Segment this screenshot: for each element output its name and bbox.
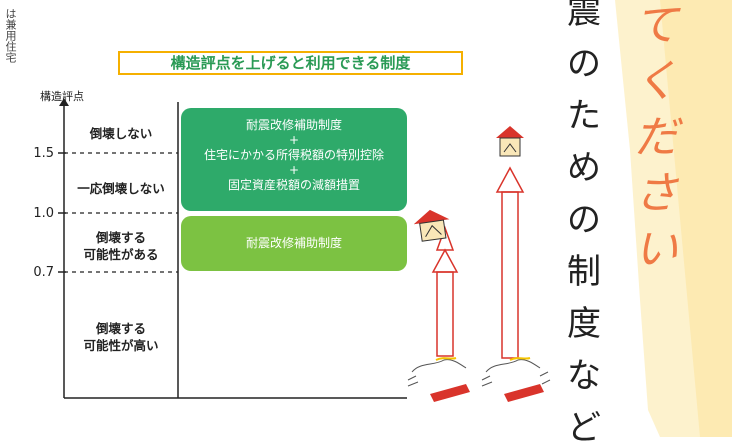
- title-orange-char-5: い: [634, 224, 678, 275]
- title-char-7: 度: [567, 304, 601, 344]
- collapsed-house-icon-1: [407, 357, 470, 402]
- green-box-full-incentives: 耐震改修補助制度 + 住宅にかかる所得税額の特別控除 + 固定資産税額の減額措置: [181, 108, 407, 211]
- upgrade-arrow-2: [495, 166, 525, 359]
- side-note-text: は兼用住宅: [4, 8, 17, 63]
- title-char-6: 制: [567, 252, 601, 292]
- y-axis-label: 構造評点: [40, 90, 84, 103]
- title-char-9: ど: [567, 408, 601, 448]
- plus-sign-2: +: [288, 163, 300, 177]
- zone-label-may-collapse: 倒壊する 可能性がある: [66, 229, 176, 263]
- y-axis-arrowhead: [59, 98, 69, 106]
- title-char-2: の: [567, 44, 601, 84]
- title-orange-char-2: く: [634, 56, 678, 107]
- vertical-title-black: 震 の た め の 制 度 な ど: [564, 0, 604, 448]
- title-char-4: め: [567, 148, 601, 188]
- collapsed-house-icon-2: [481, 357, 551, 402]
- title-char-1: 震: [567, 0, 601, 32]
- title-char-3: た: [567, 96, 601, 136]
- title-panel: 震 の た め の 制 度 な ど て く だ さ い: [560, 0, 732, 448]
- diagram-axes: [58, 98, 407, 399]
- damaged-house-icon: [413, 209, 450, 242]
- zone-label-may-collapse-line1: 倒壊する: [95, 230, 146, 245]
- zone-label-likely-collapse-line2: 可能性が高い: [83, 338, 159, 353]
- plus-sign-1: +: [288, 133, 300, 147]
- title-orange-char-4: さ: [634, 168, 678, 219]
- title-char-8: な: [567, 356, 601, 396]
- zone-label-likely-collapse-line1: 倒壊する: [95, 321, 146, 336]
- zone-label-likely-collapse: 倒壊する 可能性が高い: [66, 320, 176, 354]
- title-orange-char-3: だ: [634, 112, 678, 163]
- tick-label-1-0: 1.0: [33, 206, 54, 221]
- vertical-title-orange: て く だ さ い: [626, 0, 686, 276]
- title-char-5: の: [567, 200, 601, 240]
- incentive-line-1: 耐震改修補助制度: [245, 118, 342, 132]
- zone-label-may-collapse-line2: 可能性がある: [83, 247, 159, 262]
- tick-label-0-7: 0.7: [33, 265, 54, 280]
- zone-label-mostly-no-collapse: 一応倒壊しない: [77, 181, 165, 196]
- upgrade-arrow-1: [431, 225, 459, 357]
- incentive-line-2: 住宅にかかる所得税額の特別控除: [203, 148, 384, 162]
- cream-background-shape: [615, 0, 732, 437]
- banner-title: 構造評点を上げると利用できる制度: [118, 51, 463, 75]
- title-orange-char-1: て: [634, 0, 678, 51]
- reinforced-house-icon: [496, 126, 524, 157]
- tick-label-1-5: 1.5: [33, 146, 54, 161]
- zone-label-no-collapse: 倒壊しない: [89, 126, 153, 141]
- incentive-line-3: 固定資産税額の減額措置: [227, 178, 360, 192]
- green-box-subsidy: 耐震改修補助制度: [181, 216, 407, 271]
- house-illustrations: [407, 126, 551, 402]
